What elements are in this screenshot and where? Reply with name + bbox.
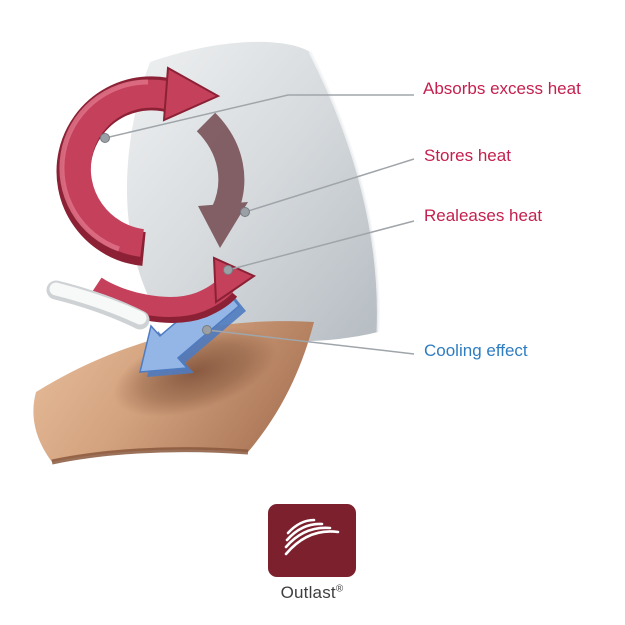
label-cooling-effect: Cooling effect [424, 341, 528, 360]
leader-line-cooling [206, 329, 415, 355]
label-stores-heat: Stores heat [424, 146, 511, 165]
wordmark-text: Outlast [280, 583, 336, 602]
fiber-tube [46, 280, 150, 330]
anchor-dot-cooling [202, 325, 212, 335]
outlast-wordmark: Outlast® [238, 583, 386, 603]
fabric-sheet [126, 41, 380, 342]
heat-cycle-ring-icon [56, 66, 221, 266]
leader-line-stores [244, 158, 415, 213]
outlast-logo-mark [268, 504, 356, 577]
store-heat-arrow-icon [196, 112, 248, 248]
leader-line-absorbs [104, 94, 414, 139]
anchor-dot-stores [240, 207, 250, 217]
anchor-dot-absorbs [100, 133, 110, 143]
registered-mark: ® [335, 583, 344, 595]
layered-swoosh-icon [284, 518, 340, 556]
label-releases-heat: Realeases heat [424, 206, 543, 225]
label-absorbs-heat: Absorbs excess heat [423, 79, 581, 98]
anchor-dot-releases [223, 265, 233, 275]
leader-line-releases [227, 220, 415, 271]
